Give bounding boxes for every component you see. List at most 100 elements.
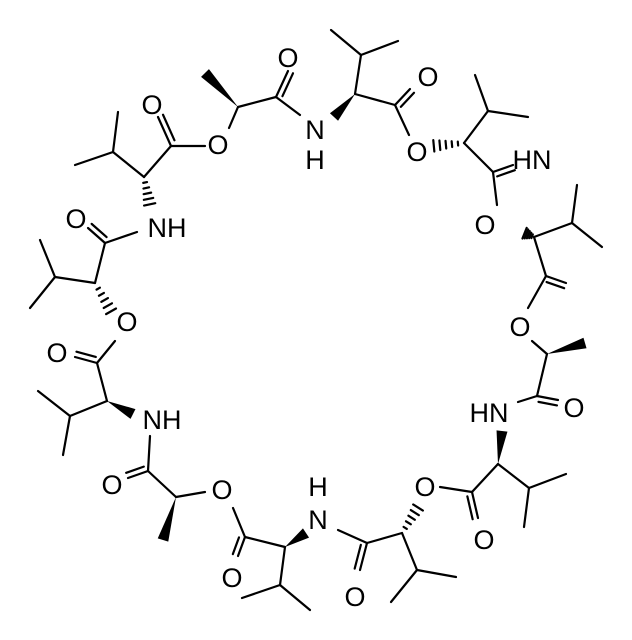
hash-bond [100,296,110,303]
hash-bond [525,230,531,240]
single-bond [400,531,419,572]
double-bond [125,465,145,474]
double-bond [281,72,295,98]
hash-bond [438,139,442,152]
single-bond [353,53,363,96]
wedge-bond [107,401,136,419]
hash-bond [528,231,533,240]
double-bond [161,113,176,142]
single-bond [496,462,531,490]
double-bond [545,280,566,290]
single-bond [530,339,549,356]
wedge-bond [496,430,508,464]
double-bond [393,87,412,107]
hash-bond [402,525,408,531]
wedge-bond [157,497,176,542]
hash-bond [412,503,424,512]
hash-bond [142,191,153,196]
atom-label-o: O [417,62,438,92]
single-bond [243,535,287,549]
single-bond [28,275,57,310]
hash-bond [142,202,157,207]
single-bond [103,230,139,245]
double-bond [90,222,108,239]
double-bond [470,490,480,520]
atom-label-o: O [474,210,495,240]
single-bond [231,506,247,539]
atom-label-o: O [509,312,530,342]
single-bond [532,221,574,239]
single-bond [240,583,282,600]
hash-bond [95,286,101,291]
single-bond [278,545,287,587]
atom-label-o: O [116,307,137,337]
hash-bond [450,140,454,149]
double-bond [231,536,241,556]
single-bond [438,485,474,494]
hash-bond [530,233,534,240]
hash-bond [97,291,106,297]
single-bond [359,39,400,57]
double-bond [466,495,474,521]
atom-label-hn: HN [470,398,509,428]
double-bond [358,541,369,572]
single-bond [274,95,302,117]
double-bond [274,69,290,99]
single-bond [236,95,278,109]
hash-bond [102,302,114,310]
single-bond [95,361,109,403]
single-bond [142,144,173,179]
atom-label-o: O [473,525,494,555]
wedge-bond [329,94,355,121]
hash-bond [409,508,420,517]
wedge-bond [201,69,238,107]
atom-label-o: O [46,338,67,368]
atom-label-o: O [277,43,298,73]
hash-bond [521,226,528,240]
atom-label-o: O [221,563,242,593]
single-bond [227,105,240,130]
hash-bond [142,180,149,184]
hash-bond [404,520,412,526]
single-bond [462,141,495,174]
double-bond [73,355,99,365]
hash-bond [104,307,118,316]
hash-bond [142,186,151,190]
single-bond [570,183,579,225]
single-bond [473,73,490,113]
single-bond [491,170,499,207]
single-bond [329,28,363,57]
single-bond [95,339,117,365]
double-bond [544,274,568,285]
double-bond [496,169,516,178]
double-bond [236,535,247,558]
single-bond [532,235,548,278]
hash-bond [407,514,416,521]
single-bond [73,150,115,167]
atom-label-o: O [211,475,232,505]
single-bond [415,568,458,579]
single-bond [61,414,72,457]
single-bond [522,486,531,529]
single-bond [278,583,312,612]
atom-label-nh: NH [143,405,182,435]
atom-label-o: O [141,90,162,120]
single-bond [93,241,107,285]
single-bond [146,434,152,473]
single-bond [174,490,207,499]
single-bond [526,274,548,310]
atom-label-o: O [563,393,584,423]
atom-label-nh: NH [148,213,187,243]
single-bond [470,462,500,494]
single-bond [527,472,568,490]
single-bond [36,389,72,418]
bonds [28,28,604,612]
single-bond [462,109,490,145]
single-bond [516,394,539,404]
double-bond [86,226,107,245]
atom-label-o: O [414,472,435,502]
hash-bond [523,228,530,240]
double-bond [126,469,150,480]
